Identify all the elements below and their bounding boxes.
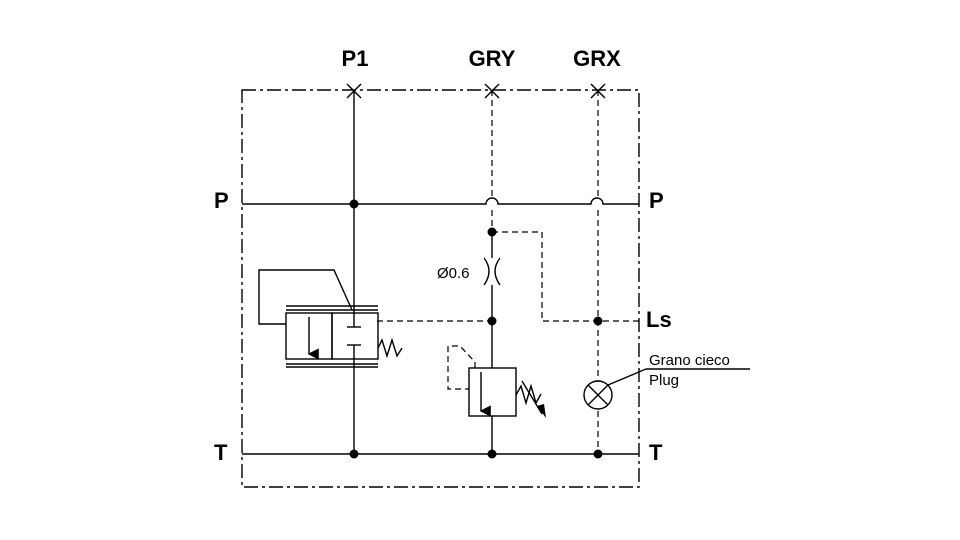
directional-valve <box>285 305 403 368</box>
port-label-p-right: P <box>649 188 664 213</box>
junction-dot <box>349 199 359 209</box>
junction-dot <box>487 316 497 326</box>
junction-dot <box>593 316 603 326</box>
junction-dot <box>487 449 497 459</box>
junction-dot <box>349 449 359 459</box>
port-label-p1: P1 <box>342 46 369 71</box>
ls-pilot-line <box>492 231 639 322</box>
plug-label-en: Plug <box>649 372 679 389</box>
plug-leader-line <box>607 368 647 386</box>
plug-symbol <box>583 380 613 410</box>
orifice-label: Ø0.6 <box>437 265 470 282</box>
junction-dot <box>487 227 497 237</box>
port-label-p-left: P <box>214 188 229 213</box>
port-label-ls: Ls <box>646 307 672 332</box>
port-label-grx: GRX <box>573 46 621 71</box>
junction-dot <box>593 449 603 459</box>
port-label-gry: GRY <box>469 46 516 71</box>
port-label-t-right: T <box>649 440 663 465</box>
port-label-t-left: T <box>214 440 228 465</box>
plug-label-it: Grano cieco <box>649 352 730 369</box>
p-line <box>242 197 639 205</box>
relief-valve <box>447 345 546 418</box>
orifice-symbol <box>483 257 501 286</box>
enclosure-boundary <box>241 89 640 488</box>
valve-pilot-loop <box>258 269 353 325</box>
